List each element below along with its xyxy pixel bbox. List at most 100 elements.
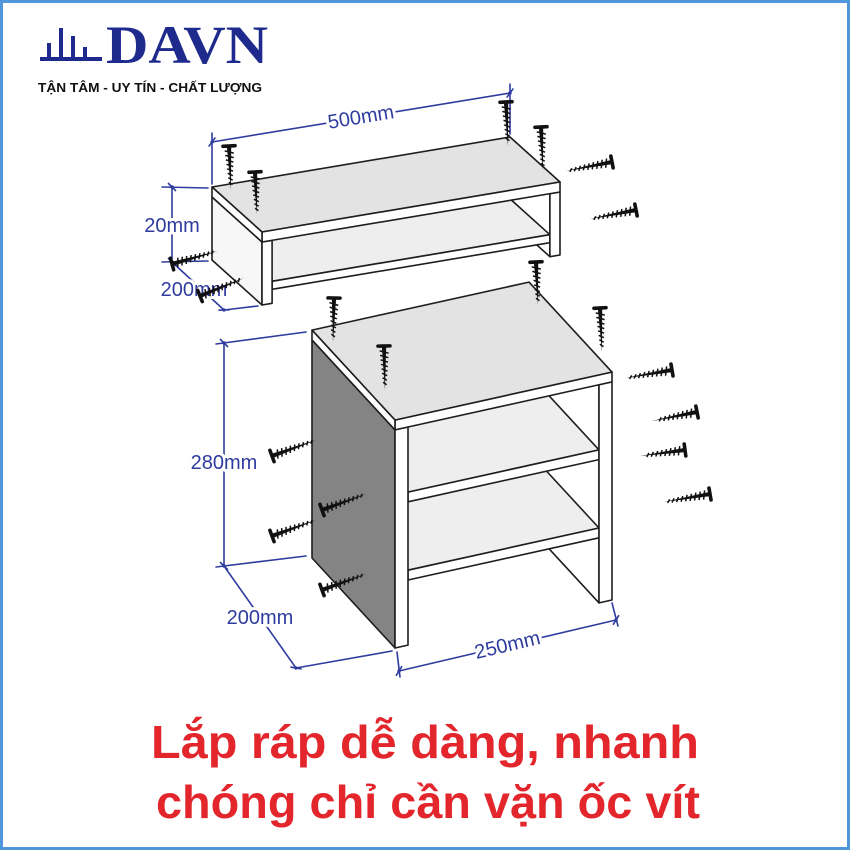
bar-chart-icon	[40, 28, 102, 61]
screw-thread	[226, 168, 234, 172]
screw-head	[318, 502, 326, 518]
screw-thread	[672, 413, 675, 421]
screw-thread	[663, 415, 667, 422]
screw-thread	[254, 203, 260, 207]
screw-head	[669, 362, 675, 378]
screw-head	[318, 582, 326, 598]
screw-icon	[318, 493, 366, 518]
screw-shaft	[640, 447, 686, 456]
caption-line-2: chóng chỉ cần vặn ốc vít	[156, 776, 700, 828]
screw-thread	[204, 288, 207, 299]
screw-thread	[360, 493, 363, 498]
screw-icon	[268, 439, 316, 464]
screw-head	[694, 404, 700, 420]
screw-icon	[664, 486, 713, 504]
screw-thread	[538, 149, 546, 153]
dimension-line-bottom-width	[395, 614, 620, 677]
screw-thread	[531, 266, 541, 270]
screw-thread	[539, 153, 546, 158]
screw-thread	[655, 368, 659, 377]
top-unit-right-panel-front	[549, 191, 561, 258]
screw-thread	[326, 503, 329, 513]
logo-bar	[83, 47, 87, 57]
screw-thread	[379, 354, 389, 359]
screw-head	[707, 486, 713, 502]
screw-thread	[596, 321, 605, 325]
screw-thread	[593, 215, 597, 221]
screw-thread	[534, 288, 541, 293]
screw-thread	[347, 497, 350, 504]
dimension-line-top-depth	[171, 261, 230, 312]
screw-thread	[224, 150, 234, 154]
logo-bar	[47, 43, 51, 57]
screw-thread	[591, 162, 595, 170]
top-unit-left-panel-front	[261, 239, 273, 306]
screw-thread	[252, 189, 260, 194]
extension-line	[223, 305, 259, 311]
screw-thread	[537, 135, 546, 140]
screw-thread	[225, 154, 234, 159]
screw-thread	[689, 408, 693, 418]
screw-thread	[540, 158, 546, 162]
screw-thread	[535, 297, 540, 302]
screw-thread	[380, 363, 389, 368]
bottom-unit	[311, 281, 613, 649]
screw-icon	[268, 519, 316, 544]
screw-thread	[651, 369, 655, 378]
screw-thread	[229, 280, 232, 287]
screw-thread	[646, 370, 650, 378]
screw-icon	[533, 124, 549, 170]
screw-thread	[532, 270, 541, 275]
screw-thread	[329, 301, 339, 307]
screw-thread	[301, 441, 305, 448]
screw-thread	[595, 312, 605, 316]
logo-bar	[71, 36, 75, 57]
caption: Lắp ráp dễ dàng, nhanh chóng chỉ cần vặn…	[151, 716, 700, 828]
screw-thread	[208, 287, 211, 297]
screw-thread	[305, 440, 309, 446]
brand-logo: DAVN TẬN TÂM - UY TÍN - CHẤT LƯỢNG	[38, 15, 268, 95]
screw-thread	[360, 573, 363, 578]
screw-thread	[347, 577, 350, 584]
dimension-line-top-width	[208, 87, 514, 148]
extension-line	[215, 555, 307, 568]
screw-icon	[376, 344, 392, 390]
screw-thread	[326, 583, 329, 593]
screw-thread	[351, 575, 355, 582]
screw-thread	[658, 416, 662, 422]
bottom-unit-left-panel-front	[394, 426, 409, 649]
extension-line	[295, 650, 393, 669]
screw-thread	[537, 140, 546, 144]
screw-thread	[540, 162, 545, 167]
screw-thread	[330, 319, 337, 325]
screw-thread	[633, 373, 637, 379]
screw-thread	[329, 310, 338, 316]
screw-thread	[251, 185, 260, 189]
screw-thread	[642, 371, 646, 378]
screw-thread	[381, 372, 388, 377]
screw-thread	[504, 133, 511, 137]
top-unit-top-side-edge	[211, 186, 263, 243]
screw-thread	[538, 144, 546, 149]
screw-thread	[655, 450, 659, 457]
screw-thread	[693, 492, 697, 501]
screw-thread	[253, 198, 260, 203]
screw-thread	[582, 164, 586, 171]
dimension-label-bottom-height: 280mm	[191, 452, 258, 474]
screw-thread	[225, 159, 234, 163]
screw-thread	[673, 447, 677, 456]
screw-icon	[592, 305, 608, 352]
screw-thread	[685, 409, 688, 419]
screw-thread	[382, 377, 388, 381]
screw-icon	[640, 442, 688, 458]
screw-thread	[379, 350, 389, 354]
screw-shaft	[652, 409, 698, 421]
screw-thread	[624, 207, 627, 217]
screw-thread	[615, 210, 619, 218]
screw-thread	[664, 366, 668, 376]
screw-head	[528, 259, 544, 265]
logo-bar	[59, 28, 63, 57]
screw-icon	[168, 250, 218, 272]
screw-thread	[604, 158, 608, 168]
screw-thread	[600, 159, 603, 169]
